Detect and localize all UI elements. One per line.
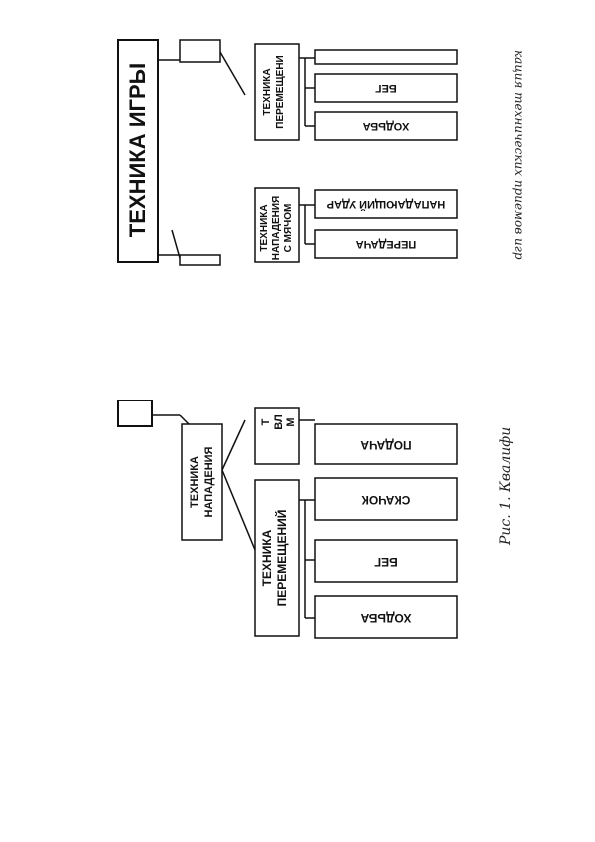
- leaf-text: ХОДЬБА: [363, 120, 410, 132]
- caption-text: кация технических приемов игр: [512, 50, 526, 260]
- leaf-box-pass: [314, 229, 458, 259]
- group-box-movement: [254, 479, 300, 637]
- leaf-box-walking: [314, 111, 458, 141]
- group-text: ПЕРЕМЕЩЕНИ: [275, 55, 286, 128]
- group-text: ПЕРЕМЕЩЕНИЙ: [274, 510, 289, 607]
- group-text: ТЕХНИКА: [189, 456, 201, 508]
- leaf-box-serve: [314, 423, 458, 465]
- connector-line: [171, 229, 181, 259]
- group-text: М: [285, 417, 297, 426]
- partial-box: [179, 254, 221, 266]
- leaf-box-walking: [314, 595, 458, 639]
- group-text: С МЯЧОМ: [283, 204, 294, 253]
- title-box-partial: [117, 400, 153, 427]
- diagram-top-svg: ТЕХНИКА ИГРЫ ТЕХНИКА ПЕРЕМЕЩЕНИ ТЕХНИКА …: [117, 39, 526, 266]
- group-box-movement: [254, 43, 300, 141]
- caption-text: Рис. 1. Квалифи: [498, 427, 514, 546]
- group-text: НАПАДЕНИЯ: [203, 446, 215, 517]
- diagram-fragment-bottom: ТЕХНИКА НАПАДЕНИЯ Т ВЛ М ТЕХНИКА ПЕРЕМЕЩ…: [0, 400, 595, 700]
- leaf-text: ПОДАЧА: [360, 438, 412, 452]
- diagram-fragment-top: ТЕХНИКА ИГРЫ ТЕХНИКА ПЕРЕМЕЩЕНИ ТЕХНИКА …: [0, 0, 595, 300]
- group-text: ТЕХНИКА: [260, 529, 274, 586]
- leaf-box-jump: [314, 477, 458, 521]
- group-text: ВЛ: [273, 414, 285, 429]
- group-box-partial: [254, 407, 300, 465]
- partial-box: [179, 39, 221, 63]
- connector-line: [221, 419, 246, 471]
- group-text: Т: [260, 418, 272, 425]
- leaf-box: [314, 49, 458, 65]
- leaf-box-running: [314, 539, 458, 583]
- leaf-text: ХОДЬБА: [360, 611, 411, 625]
- group-text: ТЕХНИКА: [259, 204, 270, 251]
- title-text: ТЕХНИКА ИГРЫ: [125, 63, 150, 237]
- leaf-text: СКАЧОК: [361, 493, 411, 507]
- group-text: НАПАДЕНИЯ: [271, 196, 282, 260]
- leaf-text: БЕГ: [374, 82, 396, 94]
- leaf-box-attack-hit: [314, 189, 458, 219]
- connector-line: [221, 469, 256, 551]
- leaf-box-running: [314, 73, 458, 103]
- group-box-attack: [181, 423, 223, 541]
- connector-line: [219, 51, 246, 96]
- group-text: ТЕХНИКА: [262, 68, 273, 115]
- group-box-attack-ball: [254, 187, 300, 263]
- leaf-text: НАПАДАЮЩИЙ УДАР: [327, 198, 446, 211]
- title-box: [117, 39, 159, 263]
- leaf-text: ПЕРЕДАЧА: [356, 238, 417, 250]
- leaf-text: БЕГ: [374, 555, 398, 569]
- diagram-bottom-svg: ТЕХНИКА НАПАДЕНИЯ Т ВЛ М ТЕХНИКА ПЕРЕМЕЩ…: [117, 400, 514, 639]
